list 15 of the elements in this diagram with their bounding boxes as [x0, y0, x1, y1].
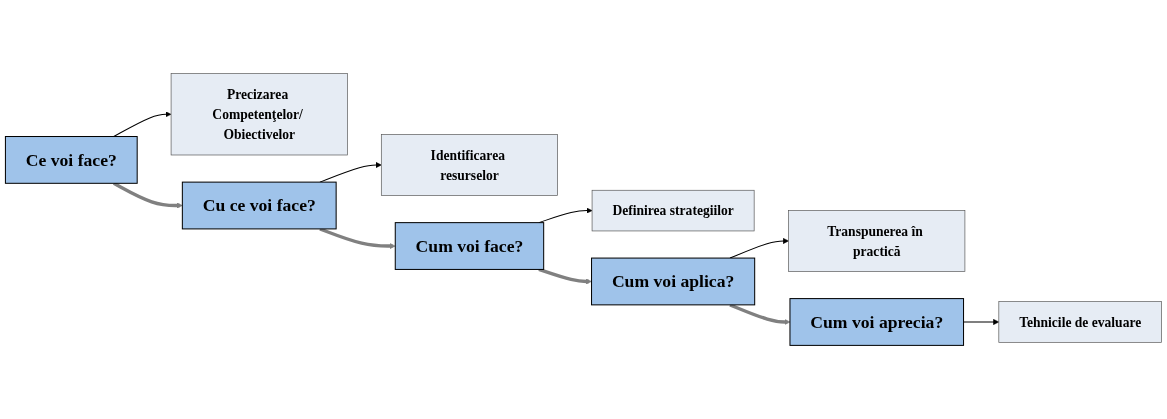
node-box: Ce voi face?: [4, 136, 138, 184]
arrow: [113, 111, 172, 137]
node-box: Tehnicile de evaluare: [998, 301, 1162, 343]
node-box: Definirea strategiilor: [591, 189, 755, 232]
node-box: Cu ce voi face?: [181, 181, 337, 230]
arrow: [538, 267, 592, 285]
node-box: Cum voi face?: [394, 222, 545, 270]
node-box: Precizarea Competenţelor/ Obiectivelor: [170, 73, 348, 156]
arrow: [729, 237, 789, 259]
arrow: [319, 227, 396, 249]
node-box: Transpunerea în practică: [788, 210, 966, 272]
arrow: [963, 319, 1000, 325]
node-box: Cum voi aprecia?: [789, 298, 965, 346]
node-box: Identificarea resurselor: [380, 134, 558, 196]
node-box: Cum voi aplica?: [591, 257, 756, 306]
